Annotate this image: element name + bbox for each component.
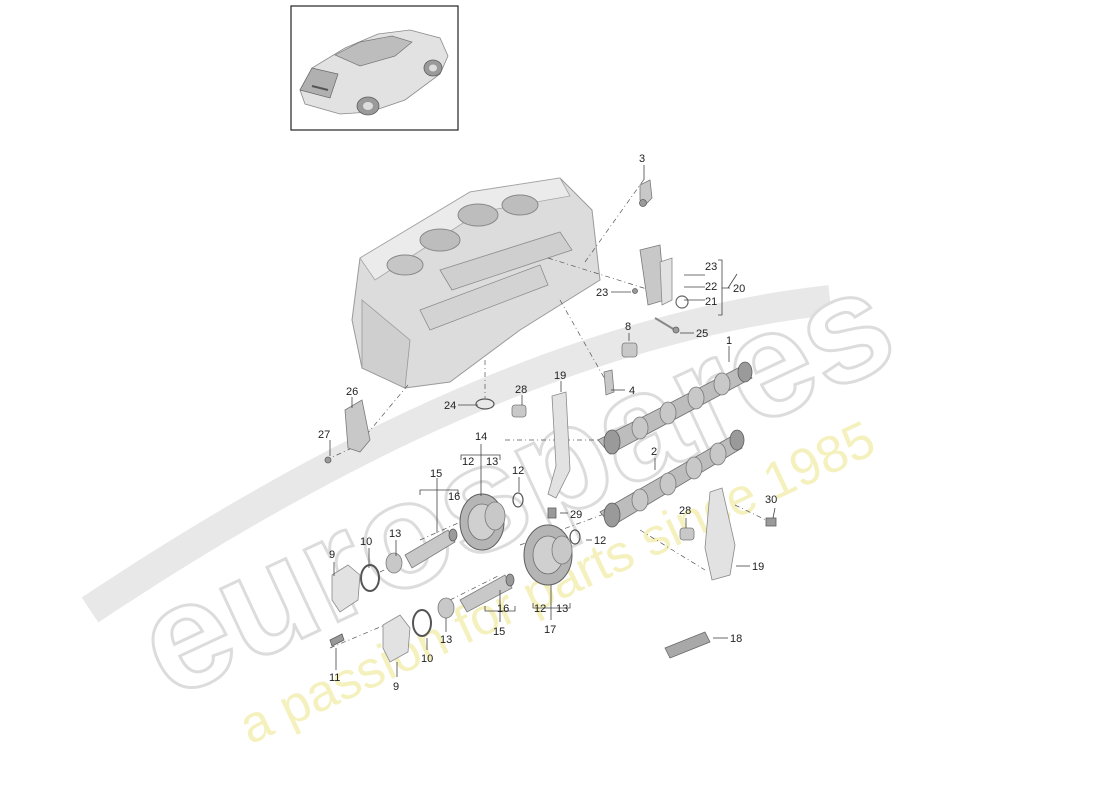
callout-9-lower: 9 <box>393 681 399 693</box>
part-28-upper <box>511 404 527 418</box>
callout-27: 27 <box>318 429 330 441</box>
callout-12-b: 12 <box>512 465 524 477</box>
assembly-lines <box>325 177 771 649</box>
part-19-guide-lower <box>704 487 736 581</box>
part-3-sensor <box>639 179 653 207</box>
vehicle-thumbnail <box>290 5 459 131</box>
callout-19-lower: 19 <box>752 561 764 573</box>
callout-24: 24 <box>444 400 456 412</box>
camshaft-1 <box>597 361 753 455</box>
callout-22: 22 <box>705 281 717 293</box>
car-illustration <box>299 29 449 116</box>
part-30-bolt <box>765 517 777 527</box>
part-4-sensor <box>603 369 615 396</box>
callout-18: 18 <box>730 633 742 645</box>
leader-lines <box>329 165 776 677</box>
callout-15-lower: 15 <box>493 626 505 638</box>
part-9-cover-b <box>382 614 411 663</box>
callout-25: 25 <box>696 328 708 340</box>
part-15-solenoid-upper <box>404 528 458 569</box>
callout-13-c: 13 <box>440 634 452 646</box>
part-13-washer-b <box>437 597 455 619</box>
callout-4: 4 <box>629 385 635 397</box>
callout-13-d: 13 <box>556 603 568 615</box>
callout-15-upper: 15 <box>430 468 442 480</box>
part-25-bolt <box>672 326 680 334</box>
callout-labels: 3 1 2 8 4 19 28 24 26 27 23 22 21 20 23 … <box>318 153 777 693</box>
part-26-chain-tensioner <box>344 399 371 453</box>
part-17-camshaft-adjuster <box>523 524 573 586</box>
part-14-camshaft-adjuster <box>459 493 506 551</box>
callout-11: 11 <box>329 672 340 684</box>
part-29-bolt <box>547 507 557 519</box>
callout-2: 2 <box>651 446 657 458</box>
callout-28-lower: 28 <box>679 505 691 517</box>
callout-12-c: 12 <box>594 535 606 547</box>
part-11-screw <box>329 633 345 647</box>
callout-28-upper: 28 <box>515 384 527 396</box>
part-15-solenoid-lower <box>459 573 515 613</box>
part-13-washer-a <box>385 552 403 574</box>
part-8-bushing <box>621 342 638 358</box>
callout-10-upper: 10 <box>360 536 372 548</box>
callout-9-upper: 9 <box>329 549 335 561</box>
callout-20: 20 <box>733 283 745 295</box>
callout-1: 1 <box>726 335 732 347</box>
part-9-cover-a <box>331 564 361 613</box>
callout-26: 26 <box>346 386 358 398</box>
part-28-lower <box>679 527 695 541</box>
callout-16-lower: 16 <box>497 603 509 615</box>
callout-16-upper: 16 <box>448 491 460 503</box>
callout-17: 17 <box>544 624 556 636</box>
callout-12-a: 12 <box>462 456 474 468</box>
part-24-seal-ring <box>475 398 495 410</box>
part-18-sealant-tube <box>664 631 711 659</box>
callout-10-lower: 10 <box>421 653 433 665</box>
watermark-swoosh <box>81 285 832 623</box>
callout-3: 3 <box>639 153 645 165</box>
callout-30: 30 <box>765 494 777 506</box>
camshaft-2 <box>599 429 745 528</box>
part-10-ring-b <box>412 609 432 637</box>
cylinder-head <box>351 177 601 389</box>
callout-21: 21 <box>705 296 717 308</box>
part-10-ring-a <box>360 564 380 592</box>
part-12-seal-ring-a <box>512 492 524 508</box>
part-27-bolt <box>324 456 332 464</box>
part-12-seal-ring-b <box>569 529 581 545</box>
callout-19-upper: 19 <box>554 370 566 382</box>
callout-12-d: 12 <box>534 603 546 615</box>
callout-14: 14 <box>475 431 487 443</box>
callout-23-left: 23 <box>596 287 608 299</box>
callout-23-right: 23 <box>705 261 717 273</box>
callout-13-b: 13 <box>389 528 401 540</box>
part-19-guide-upper <box>547 391 571 499</box>
callout-8: 8 <box>625 321 631 333</box>
callout-29: 29 <box>570 509 582 521</box>
callout-13-a: 13 <box>486 456 498 468</box>
part-20-bracket-assembly <box>632 244 689 331</box>
